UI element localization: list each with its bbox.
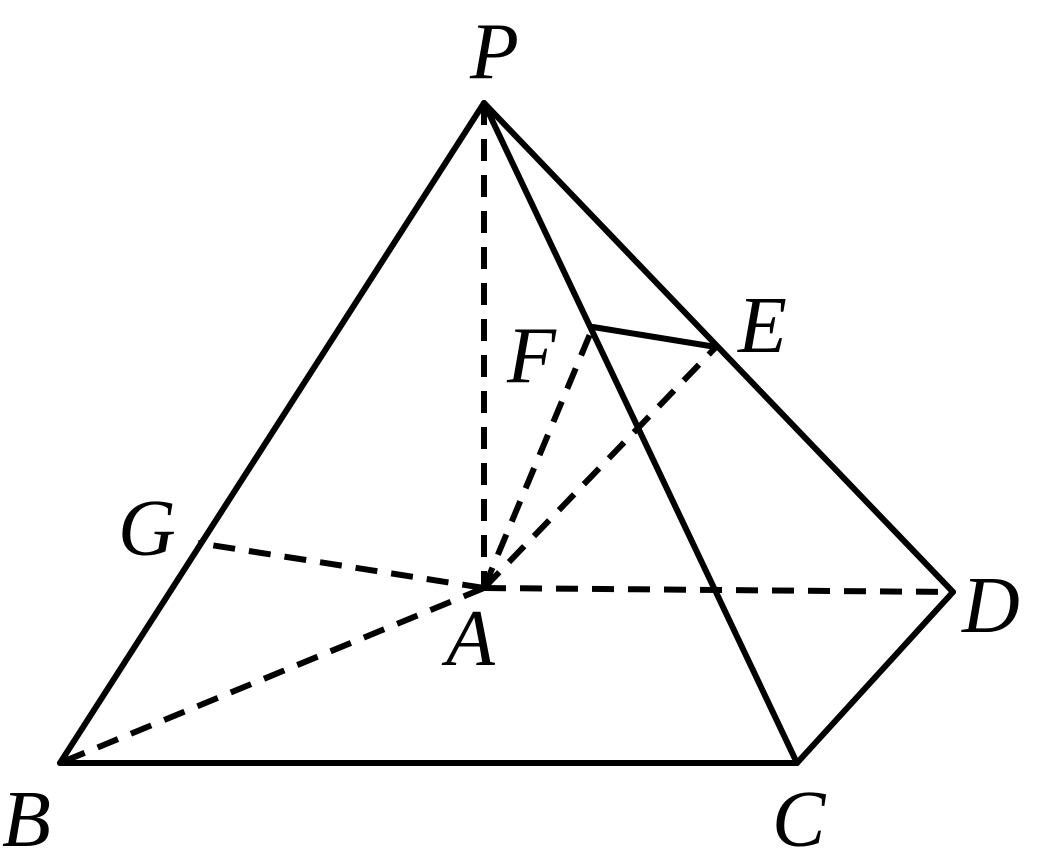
label-G: G	[118, 485, 176, 573]
label-B: B	[2, 776, 51, 861]
label-A: A	[441, 595, 496, 683]
labels-group: P A B C D E F G	[2, 8, 1020, 861]
label-P: P	[469, 8, 519, 96]
edge-FE-solid	[590, 324, 719, 350]
edge-PB-solid	[57, 100, 487, 766]
edge-CD-solid	[794, 589, 956, 766]
edge-AF-dashed	[481, 325, 596, 590]
label-C: C	[772, 776, 827, 861]
edge-AD-dashed	[483, 585, 954, 595]
edge-PC-solid	[481, 100, 800, 766]
edge-AE-dashed	[481, 344, 719, 591]
label-D: D	[961, 562, 1020, 650]
edges-group	[57, 100, 956, 766]
label-F: F	[506, 312, 557, 400]
edge-AB-dashed	[58, 585, 486, 766]
label-E: E	[737, 282, 787, 370]
edge-AG-dashed	[197, 540, 485, 591]
